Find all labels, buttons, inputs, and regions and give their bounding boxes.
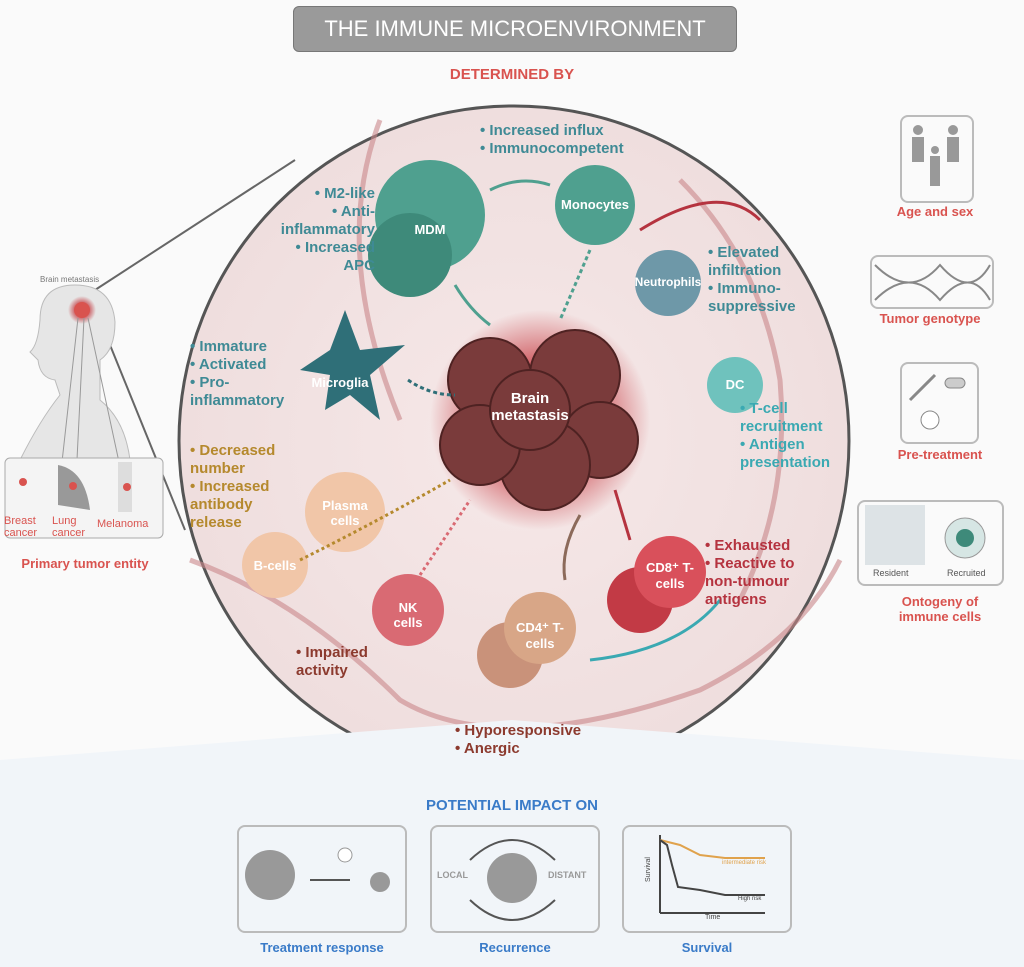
note-item: • Decreased number <box>190 442 276 477</box>
interaction-arrows <box>299 179 762 662</box>
dc-notes: • T-cell recruitment• Antigen presentati… <box>740 400 850 472</box>
cd8-cell <box>634 536 706 608</box>
b-cells-label: B-cells <box>253 558 297 573</box>
microglia-notes: • Immature• Activated• Pro-inflammatory <box>190 338 300 410</box>
treatment-panel <box>237 825 407 933</box>
people-icon <box>912 125 959 186</box>
treatment-graphic <box>245 847 390 900</box>
note-item: • Increased influx <box>480 122 604 139</box>
note-item: • Activated <box>190 356 267 373</box>
note-item: • Increased APC <box>295 239 375 274</box>
note-item: • Pro-inflammatory <box>190 374 285 409</box>
neutrophil-cell <box>635 250 701 316</box>
note-item: • Elevated infiltration <box>708 244 782 279</box>
treatment-response-label: Treatment response <box>260 940 384 955</box>
zoom-line-top <box>94 159 296 291</box>
high-risk-label: High risk <box>738 896 762 902</box>
neutrophils-notes: • Elevated infiltration• Immuno-suppress… <box>708 244 828 316</box>
note-item: • Immuno-suppressive <box>708 280 796 315</box>
dc-cell <box>707 357 763 413</box>
primary-tumor-caption: Primary tumor entity <box>21 556 149 571</box>
note-item: • Impaired activity <box>296 644 368 679</box>
recurrence-label: Recurrence <box>479 940 551 955</box>
genotype-panel <box>870 255 994 309</box>
pretreatment-panel <box>900 362 979 444</box>
dc-label: DC <box>725 377 745 392</box>
pretreatment-label: Pre-treatment <box>897 447 983 462</box>
brain-metastasis-cells <box>439 329 639 511</box>
local-label: LOCAL <box>437 870 468 880</box>
lung-cancer-label: Lung cancer <box>52 515 86 539</box>
head-silhouette <box>19 284 131 501</box>
note-item: • Immunocompetent <box>480 140 624 157</box>
ontogeny-panel <box>857 500 1004 586</box>
dna-icon <box>874 263 991 302</box>
resident-image <box>865 505 925 565</box>
zoom-line-bottom <box>109 344 186 531</box>
microglia-label: Microglia <box>311 375 369 390</box>
note-item: • Increased antibody release <box>190 478 270 531</box>
survival-panel <box>622 825 792 933</box>
survival-y-axis-label: Survival <box>644 857 652 882</box>
distant-label: DISTANT <box>548 870 587 880</box>
note-item: • Reactive to non-tumour antigens <box>705 555 795 608</box>
breast-cancer-label: Breast cancer <box>4 515 38 539</box>
note-item: • Antigen presentation <box>740 436 831 471</box>
note-item: • Immature <box>190 338 267 355</box>
plasma-cell <box>305 472 385 552</box>
cd4-cell <box>504 592 576 664</box>
cd8-notes: • Exhausted• Reactive to non-tumour anti… <box>705 537 805 609</box>
nk-cells-label: NK cells <box>393 600 423 630</box>
note-item: • Hyporesponsive <box>455 722 582 739</box>
mdm-notes: • M2-like• Anti-inflammatory• Increased … <box>265 185 375 275</box>
b-cell <box>242 532 308 598</box>
microglia-cell <box>300 310 405 420</box>
nk-cell <box>372 574 444 646</box>
recurrence-graphic <box>469 839 556 921</box>
monocyte-cell <box>555 165 635 245</box>
note-item: • M2-like <box>314 185 375 202</box>
age-sex-label: Age and sex <box>896 204 974 219</box>
age-sex-panel <box>900 115 974 203</box>
nk-notes: • Impaired activity <box>296 644 406 680</box>
ontogeny-label: Ontogeny of immune cells <box>898 594 982 624</box>
neutrophils-label: Neutrophils <box>634 275 702 289</box>
monocytes-notes: • Increased influx• Immunocompetent <box>480 122 624 158</box>
note-item: • T-cell recruitment <box>740 400 823 435</box>
melanoma-label: Melanoma <box>97 518 149 530</box>
pretreatment-icons <box>908 373 966 430</box>
brain-metastasis-center-label: Brain metastasis <box>491 390 569 424</box>
note-item: • Anergic <box>455 740 520 757</box>
recruited-cell-icon <box>956 529 974 547</box>
note-item: • Anti-inflammatory <box>280 203 375 238</box>
intermediate-risk-label: intermediate risk <box>722 860 767 866</box>
survival-label: Survival <box>681 940 733 955</box>
determined-by-heading: DETERMINED BY <box>449 66 575 83</box>
survival-chart <box>659 835 765 914</box>
cd4-notes: • Hyporesponsive• Anergic <box>455 722 615 758</box>
cd8-label: CD8⁺ T-cells <box>645 560 695 591</box>
resident-label: Resident <box>873 568 909 578</box>
cd4-label: CD4⁺ T-cells <box>515 620 565 651</box>
survival-x-axis-label: Time <box>705 914 721 921</box>
genotype-label: Tumor genotype <box>879 311 981 326</box>
monocytes-label: Monocytes <box>561 197 629 212</box>
recurrence-panel <box>430 825 600 933</box>
plasma-cells-label: Plasma cells <box>322 498 368 528</box>
b-cells-notes: • Decreased number• Increased antibody r… <box>190 442 300 532</box>
brain-metastasis-label: Brain metastasis <box>40 275 100 284</box>
mdm-label: MDM <box>414 222 446 237</box>
note-item: • Exhausted <box>705 537 791 554</box>
title-banner: THE IMMUNE MICROENVIRONMENT <box>293 6 737 52</box>
potential-impact-heading: POTENTIAL IMPACT ON <box>426 797 598 814</box>
recruited-label: Recruited <box>947 568 986 578</box>
